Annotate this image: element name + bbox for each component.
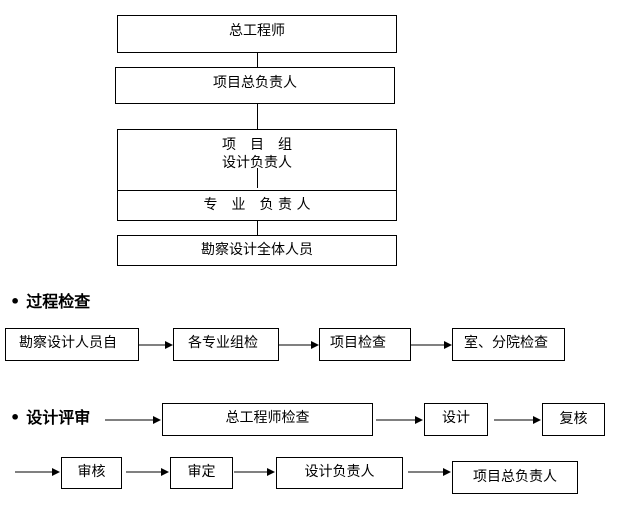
review-step-label: 设计 [442, 410, 470, 426]
process-check-title-text: 过程检查 [26, 292, 91, 311]
review-step-audit: 审核 [61, 457, 122, 489]
connector-line [257, 53, 258, 68]
project-leader-label: 项目总负责人 [213, 75, 297, 91]
process-step-label: 室、分院检查 [464, 335, 548, 351]
connector-line [257, 221, 258, 235]
process-step-4: 室、分院检查 [452, 328, 565, 361]
connector-line [257, 104, 258, 130]
project-group-section: 项 目 组 设计负责人 [118, 130, 396, 191]
all-staff-label: 勘察设计全体人员 [201, 242, 313, 258]
project-leader-box: 项目总负责人 [115, 67, 395, 104]
review-step-design-leader: 设计负责人 [276, 457, 403, 489]
review-step-label: 项目总负责人 [473, 469, 557, 485]
project-group-box: 项 目 组 设计负责人 专 业 负 责 人 [117, 129, 397, 221]
review-step-label: 审核 [77, 464, 106, 480]
design-review-title-text: 设计评审 [26, 408, 91, 427]
connector-line [257, 168, 258, 188]
bullet-icon: • [10, 292, 21, 311]
project-group-label: 项 目 组 [222, 137, 292, 153]
review-step-label: 设计负责人 [304, 464, 375, 480]
specialty-leader-label: 专 业 负 责 人 [203, 197, 311, 213]
review-step-approve: 审定 [170, 457, 233, 489]
process-step-label: 勘察设计人员自 [19, 335, 117, 351]
review-step-label: 审定 [187, 464, 216, 480]
process-step-label: 各专业组检 [188, 335, 258, 351]
review-step-label: 总工程师检查 [225, 410, 310, 426]
design-leader-label: 设计负责人 [222, 155, 292, 171]
process-step-1: 勘察设计人员自 [5, 328, 139, 361]
review-step-project-leader: 项目总负责人 [452, 461, 578, 494]
review-step-chief-check: 总工程师检查 [162, 403, 373, 436]
review-step-design: 设计 [424, 403, 488, 436]
all-staff-box: 勘察设计全体人员 [117, 235, 397, 266]
process-step-label: 项目检查 [330, 335, 386, 351]
process-step-3: 项目检查 [319, 328, 411, 361]
bullet-icon: • [10, 408, 21, 427]
chief-engineer-label: 总工程师 [229, 23, 285, 39]
review-step-recheck: 复核 [542, 403, 605, 436]
chief-engineer-box: 总工程师 [117, 15, 397, 53]
process-step-2: 各专业组检 [173, 328, 279, 361]
process-check-title: • 过程检查 [10, 292, 90, 312]
design-review-title: • 设计评审 [10, 408, 90, 428]
review-step-label: 复核 [559, 411, 588, 427]
